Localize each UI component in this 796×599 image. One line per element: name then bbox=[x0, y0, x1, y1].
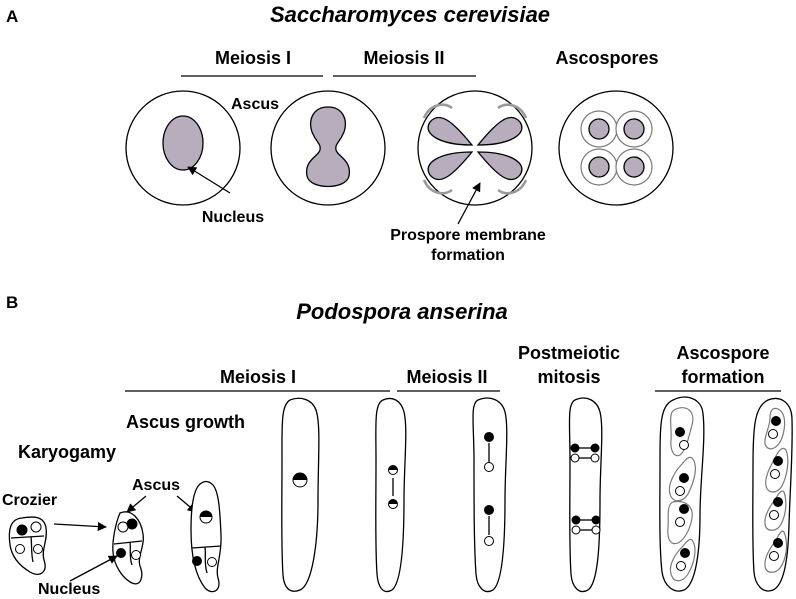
a-nucleus-dividing bbox=[306, 106, 350, 188]
b-ascus-growth-label: Ascus growth bbox=[126, 412, 245, 432]
panel-a-title: Saccharomyces cerevisiae bbox=[270, 2, 550, 27]
a-ascus-label: Ascus bbox=[231, 96, 279, 113]
b-stage-ascospore-1: Ascospore bbox=[676, 343, 769, 363]
panel-a-letter: A bbox=[6, 7, 18, 26]
b-karyogamy-label: Karyogamy bbox=[18, 442, 116, 462]
a-stage-meiosis-i: Meiosis I bbox=[215, 48, 291, 68]
b-nucleus-label: Nucleus bbox=[38, 581, 100, 598]
b-ascus-postmeiotic bbox=[568, 397, 603, 593]
a-nucleus-label: Nucleus bbox=[202, 209, 264, 226]
panel-b-title: Podospora anserina bbox=[296, 299, 508, 324]
b-crozier-label: Crozier bbox=[2, 492, 57, 509]
a-prospore-label-2: formation bbox=[431, 247, 505, 264]
a-ascus-cell-3 bbox=[417, 90, 533, 206]
panel-b-letter: B bbox=[6, 293, 18, 312]
a-nucleus-arrow bbox=[187, 166, 231, 194]
b-stage-postmeiotic-1: Postmeiotic bbox=[518, 343, 620, 363]
b-ascus-arrow-1 bbox=[126, 495, 147, 513]
a-prospore-label-1: Prospore membrane bbox=[390, 227, 546, 244]
b-ascus-meiosis-i-1 bbox=[281, 397, 320, 592]
b-stage-meiosis-ii: Meiosis II bbox=[406, 367, 487, 387]
b-ascus-growing bbox=[190, 480, 222, 593]
b-ascus-meiosis-i-2 bbox=[375, 397, 407, 593]
b-ascus-label: Ascus bbox=[132, 477, 180, 494]
b-ascus-ascospore-1 bbox=[659, 396, 705, 592]
b-stage-postmeiotic-2: mitosis bbox=[537, 367, 600, 387]
a-prospore-arrow bbox=[457, 182, 481, 225]
a-stage-ascospores: Ascospores bbox=[555, 48, 658, 68]
b-ascus-karyogamy bbox=[112, 511, 144, 585]
a-ascus-cell-2 bbox=[270, 90, 386, 206]
b-ascus-ascospore-2 bbox=[752, 397, 793, 592]
a-ascus-cell-4 bbox=[558, 90, 674, 206]
b-ascus-meiosis-ii bbox=[472, 397, 508, 593]
b-crozier-cell bbox=[8, 516, 48, 575]
a-nucleus-1 bbox=[162, 115, 204, 171]
b-nucleus-arrow bbox=[69, 555, 118, 582]
b-stage-meiosis-i: Meiosis I bbox=[220, 367, 296, 387]
a-stage-meiosis-ii: Meiosis II bbox=[363, 48, 444, 68]
a-ascus-cell-1 bbox=[125, 90, 241, 206]
b-stage-ascospore-2: formation bbox=[682, 367, 765, 387]
b-crozier-arrow bbox=[53, 521, 107, 532]
